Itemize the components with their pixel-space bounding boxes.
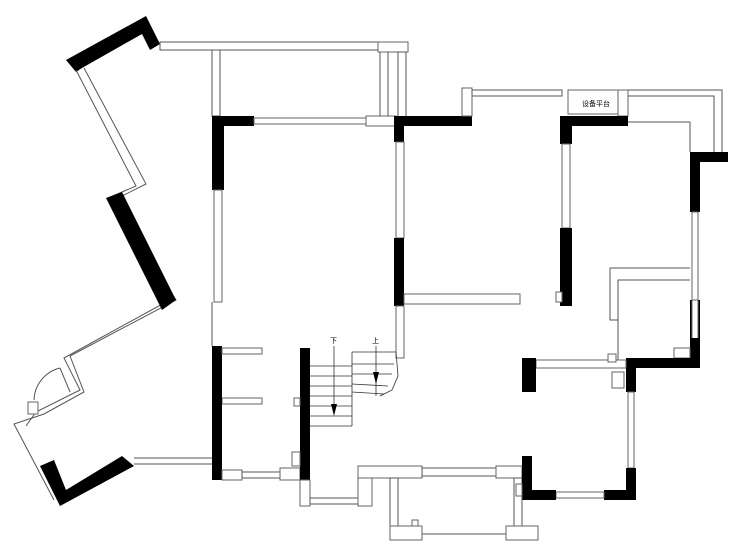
balcony-rail-left [211, 49, 221, 117]
wall-left-mid [106, 192, 176, 310]
top-balcony [159, 41, 409, 119]
bottom-window-frame [421, 467, 503, 477]
fixture-box [611, 371, 625, 389]
wall-bottom-corner [522, 456, 532, 496]
wall-right-corner [690, 152, 728, 162]
platform-outer-rail [628, 89, 723, 152]
platform-post-right [617, 89, 629, 117]
right-lower [522, 353, 700, 500]
door-jamb-right [555, 291, 563, 303]
outlet-right [673, 347, 691, 359]
wall-top-left-a [212, 116, 254, 126]
wall-central-mid [394, 238, 404, 306]
equipment-platform-label: 设备平台 [582, 99, 610, 108]
balcony-rail-right2 [397, 51, 407, 119]
bottom-bay-post-left [389, 525, 423, 541]
closet-outline [609, 267, 690, 321]
platform-post-left [461, 87, 473, 117]
wall-left-top [66, 16, 160, 72]
wall-stair-left-low [212, 398, 222, 480]
stair-outlet [291, 451, 301, 467]
wall-lower-bottom-left [522, 490, 556, 500]
wall-lower-right-v2 [626, 468, 636, 500]
sill-line [241, 471, 281, 479]
top-right-balcony: 设备平台 [461, 87, 723, 306]
central-column [394, 116, 521, 359]
wall-right-foot [690, 338, 700, 368]
window-left-vert [213, 189, 223, 303]
bottom-step [299, 479, 311, 507]
shelf-upper [221, 347, 263, 355]
wall-lower-right-h [626, 358, 700, 368]
outlet-bottom [515, 483, 523, 497]
wall-stair-left [212, 346, 222, 398]
sill-right [279, 467, 301, 481]
partition-horizontal [403, 293, 521, 305]
facade-left-outer [13, 69, 177, 501]
balcony-rail-right [379, 51, 389, 117]
window-right-col [561, 143, 571, 229]
bottom-bay-left [389, 477, 399, 529]
wall-stair-core [300, 348, 310, 480]
wall-central-top [394, 116, 472, 126]
stair-treads [310, 351, 399, 427]
room-top-left [211, 115, 397, 346]
window-top-left [253, 117, 367, 125]
bottom-pillar-left [357, 477, 373, 507]
wall-lower-right-v [626, 368, 636, 392]
wall-right-upper [690, 152, 700, 212]
window-lower-right-v [627, 391, 635, 469]
facade-left-inner [25, 67, 167, 427]
balcony-rail-top [159, 41, 381, 51]
shelf-lower [221, 397, 263, 405]
stair-arrow-up-icon [373, 372, 379, 384]
outlet-lower [607, 353, 617, 363]
balcony-post [377, 41, 409, 53]
window-central-lower [395, 305, 405, 359]
platform-box [567, 89, 619, 115]
stair-up-label: 上 [372, 336, 379, 345]
wall-col-left-top [212, 116, 224, 190]
stair-area: 下 上 [212, 336, 399, 481]
bottom-pillar [357, 465, 423, 479]
platform-inner-rail [628, 95, 715, 152]
wall-lower-bottom [604, 490, 636, 500]
stair-arrow-down-icon [331, 404, 337, 416]
wall-lower-right-stub [522, 358, 536, 392]
door-jamb-left [27, 401, 39, 415]
window-right-side [691, 211, 699, 301]
window-right-lower [691, 299, 699, 341]
wall-left-bottom [40, 456, 134, 506]
stair-marker [293, 397, 301, 407]
stair-down-label: 下 [330, 337, 337, 345]
sill-left [221, 469, 243, 481]
wall-right-col-mid [560, 228, 572, 306]
outlet-bottom-left [411, 519, 419, 527]
door-leaf-left [59, 367, 71, 393]
right-wall [609, 152, 728, 368]
door-swing-left [33, 367, 61, 401]
wall-central-cap [394, 116, 404, 142]
window-bottom-right [555, 491, 605, 499]
wall-stub-top [365, 115, 397, 127]
window-central-upper [395, 141, 405, 239]
wall-right-col-cap [560, 116, 572, 144]
bottom-balcony [134, 456, 539, 541]
bottom-bay-post-right [505, 525, 539, 541]
bottom-rail-mid [309, 497, 361, 505]
left-wing [13, 16, 177, 506]
wall-right-top [560, 116, 628, 126]
platform-rail [471, 89, 563, 97]
bottom-pillar-right [495, 465, 523, 479]
